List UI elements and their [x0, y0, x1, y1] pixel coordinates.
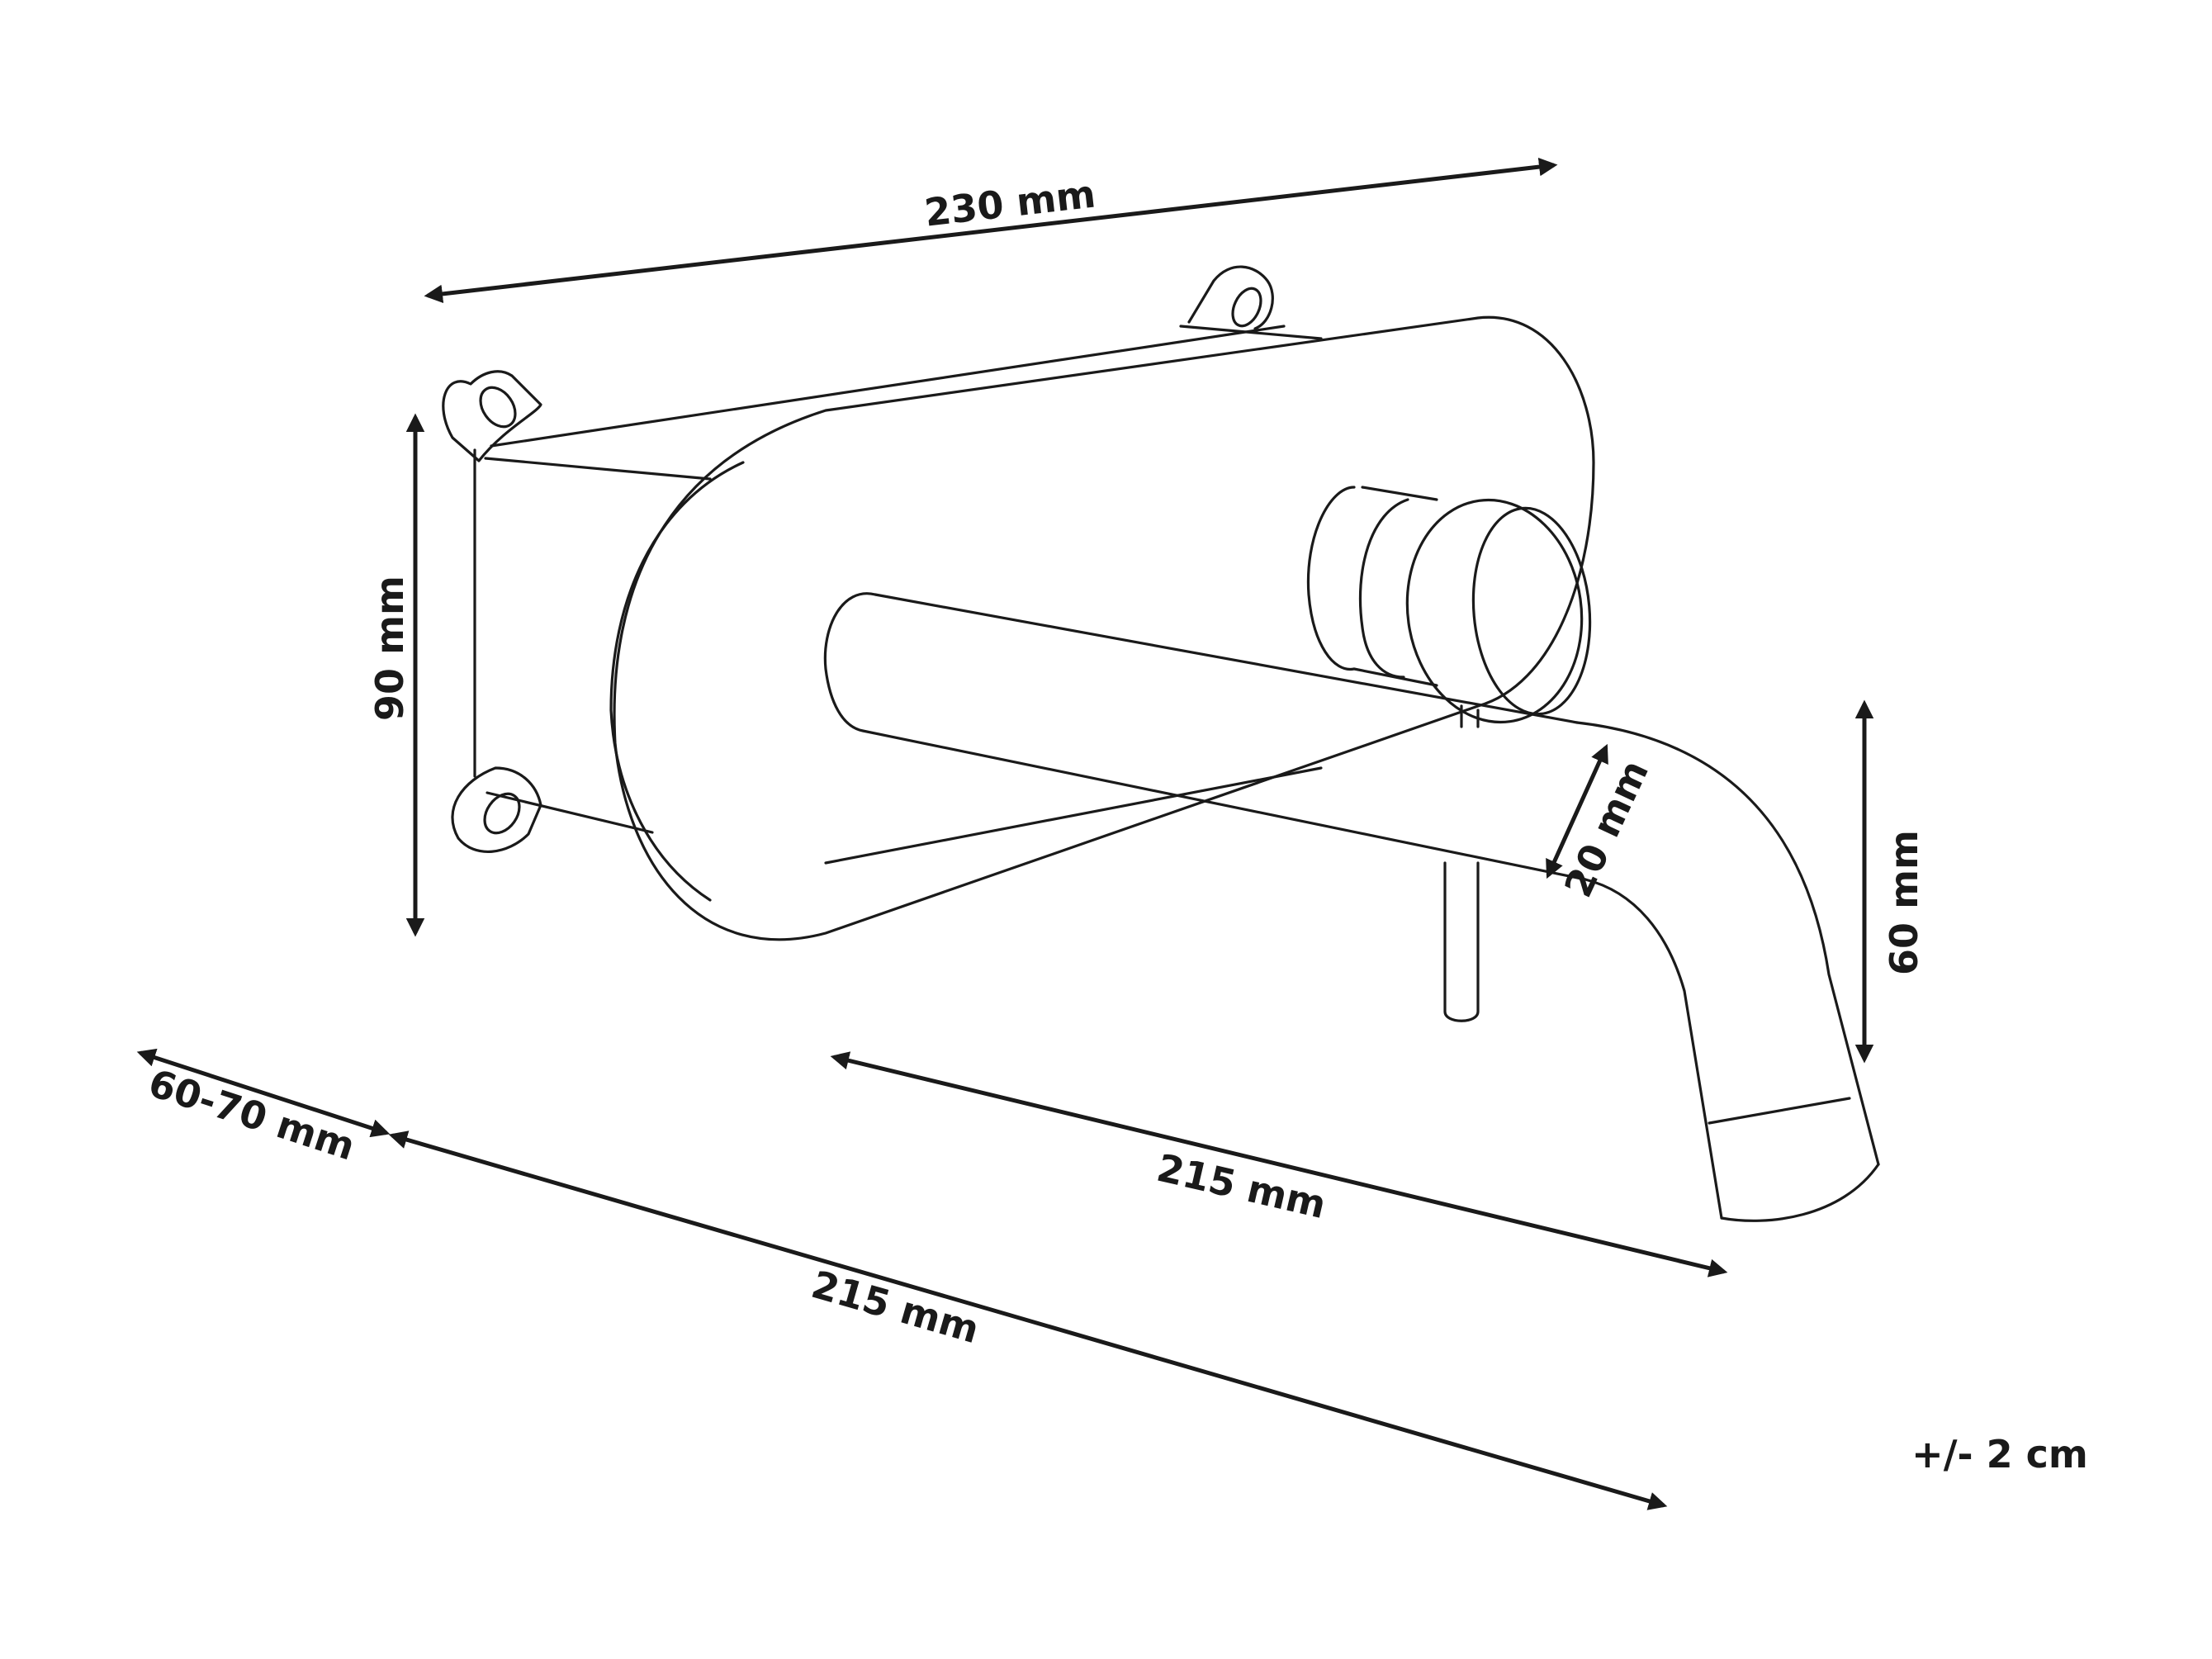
spout-diameter-dimension-arrow — [1546, 743, 1608, 879]
dimension-labels: 230 mm 90 mm 60-70 mm 215 mm 215 mm 20 m… — [143, 172, 2087, 1477]
mounting-bracket-top-right — [1187, 265, 1274, 330]
mixer-lever — [1306, 486, 1592, 728]
tolerance-label: +/- 2 cm — [1911, 1432, 2088, 1477]
faucet-drawing — [442, 265, 1880, 1222]
dimension-lines — [136, 157, 1874, 1510]
width-dimension-arrow — [424, 157, 1558, 304]
spout-length-label: 215 mm — [1153, 1145, 1330, 1227]
mounting-box — [473, 325, 1323, 865]
mounting-bracket-bottom-left — [451, 766, 542, 854]
spout — [823, 592, 1880, 1222]
pull-rod — [1443, 704, 1480, 1022]
depth-dimension-arrow — [136, 1048, 391, 1138]
width-label: 230 mm — [922, 172, 1098, 235]
wall-plate — [609, 315, 1595, 941]
total-length-dimension-arrow — [388, 1130, 1668, 1510]
mounting-bracket-top-left — [442, 370, 542, 462]
spout-height-label: 60 mm — [1882, 830, 1926, 975]
spout-length-dimension-arrow — [830, 1051, 1728, 1277]
height-label: 90 mm — [367, 576, 412, 721]
total-length-label: 215 mm — [807, 1262, 984, 1352]
